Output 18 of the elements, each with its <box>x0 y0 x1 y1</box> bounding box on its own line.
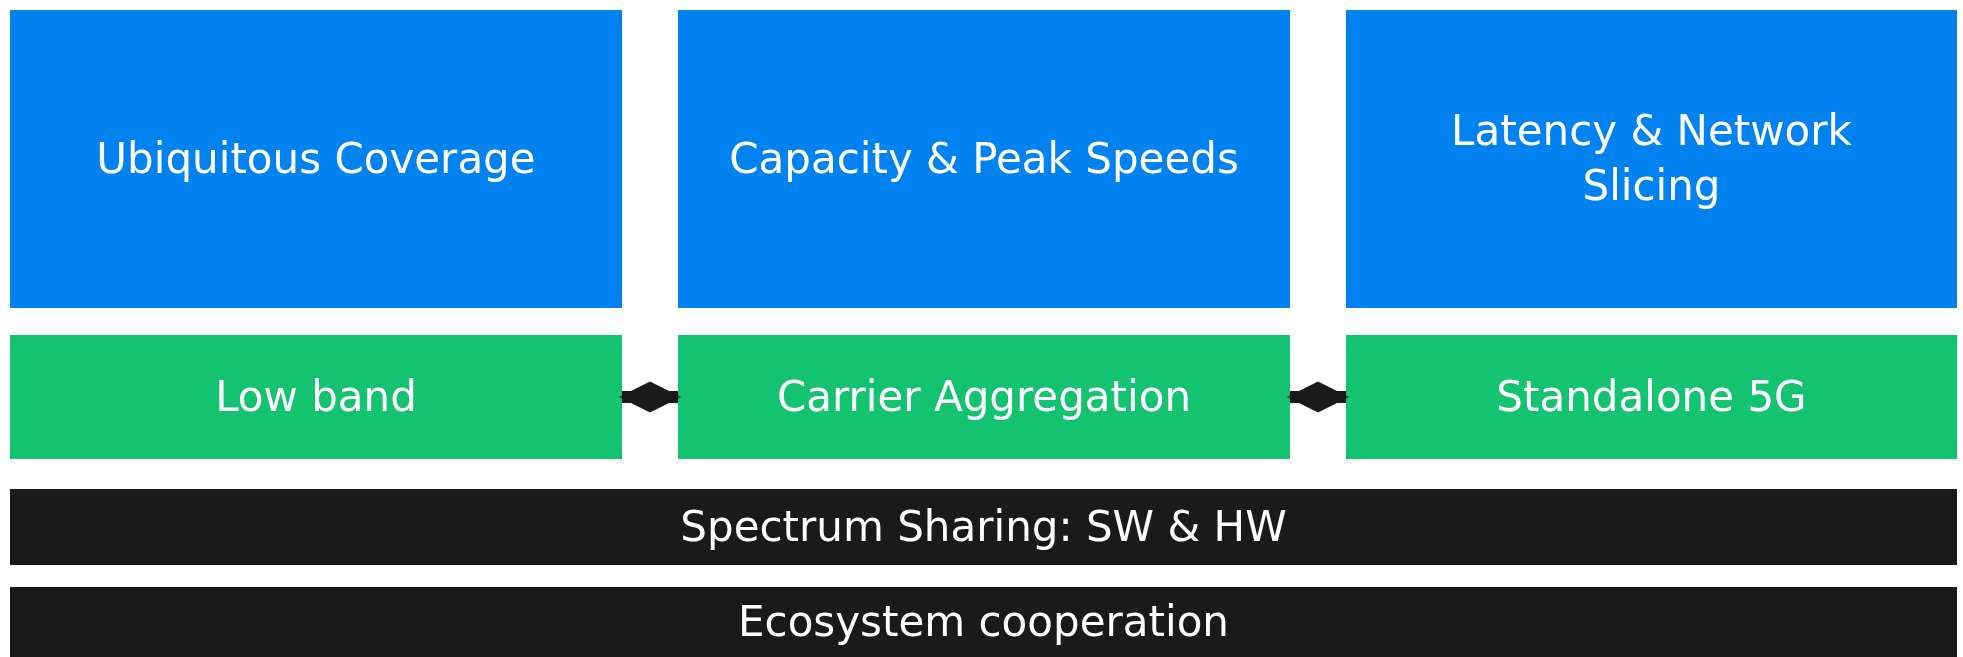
box-label: Ecosystem cooperation <box>738 595 1229 648</box>
box-label: Low band <box>215 370 417 423</box>
box-label: Carrier Aggregation <box>776 370 1192 423</box>
technology-box <box>10 335 622 459</box>
technology-box <box>678 335 1290 459</box>
feature-box <box>1346 10 1957 308</box>
box-label: Capacity & Peak Speeds <box>729 132 1239 185</box>
box-label: Latency & Network Slicing <box>1450 105 1853 212</box>
feature-box <box>10 10 622 308</box>
double-arrow <box>1286 381 1350 413</box>
feature-box <box>678 10 1290 308</box>
double-arrow <box>618 381 682 413</box>
box-label: Standalone 5G <box>1496 370 1807 423</box>
technology-box <box>1346 335 1957 459</box>
foundation-bar <box>10 489 1957 565</box>
foundation-bar <box>10 587 1957 657</box>
box-label: Ubiquitous Coverage <box>96 132 536 185</box>
box-label: Spectrum Sharing: SW & HW <box>680 500 1287 553</box>
